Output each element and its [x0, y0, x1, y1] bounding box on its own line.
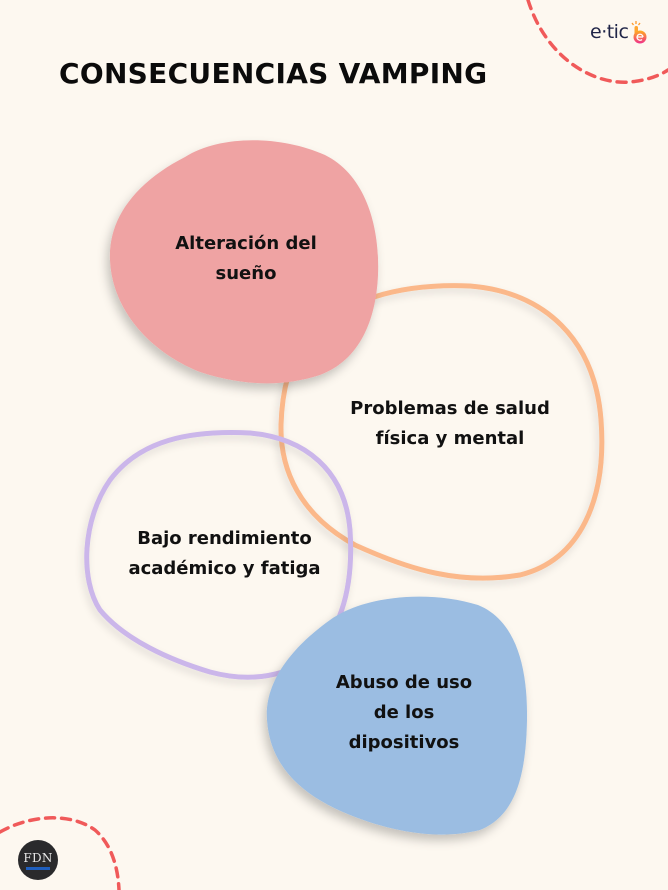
fdn-badge: FDN [18, 840, 58, 880]
label-line: Problemas de salud [350, 398, 550, 419]
consequence-label-academic: Bajo rendimiento académico y fatiga [112, 524, 337, 584]
label-line: Bajo rendimiento [137, 528, 312, 549]
fdn-text: FDN [23, 851, 53, 865]
hand-pointer-e-icon [631, 21, 647, 44]
blue-filled-blob [266, 596, 528, 835]
consequence-label-sleep: Alteración del sueño [146, 229, 346, 289]
dashed-arc-top-right [526, 0, 668, 84]
label-line: académico y fatiga [128, 558, 321, 579]
label-line: de los [373, 702, 435, 723]
dashed-arc-bottom-left [0, 816, 121, 890]
pink-filled-blob [109, 140, 379, 384]
label-line: dipositivos [348, 732, 460, 753]
consequence-label-devices: Abuso de uso de los dipositivos [304, 668, 504, 758]
etic-logo: e·tic [590, 20, 649, 44]
label-line: física y mental [375, 428, 525, 449]
fdn-underline [26, 867, 50, 870]
label-line: Abuso de uso [335, 672, 473, 693]
label-line: sueño [215, 263, 277, 284]
label-line: Alteración del [175, 233, 317, 254]
page-title: CONSECUENCIAS VAMPING [59, 57, 488, 90]
orange-outline-blob [278, 283, 605, 581]
consequence-label-health: Problemas de salud física y mental [330, 394, 570, 454]
logo-text: e·tic [590, 21, 629, 43]
